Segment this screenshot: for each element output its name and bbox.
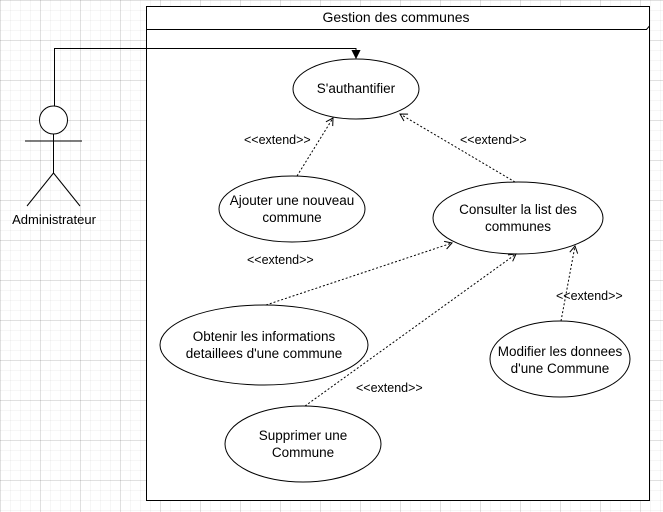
use-case-supprimer-label: Supprimer une Commune: [258, 428, 348, 460]
extend-obtenir-consulter: [265, 240, 453, 306]
use-case-supprimer[interactable]: [224, 405, 382, 483]
extend-label-supprimer: <<extend>>: [356, 381, 423, 395]
use-case-ajouter[interactable]: [218, 175, 366, 243]
use-case-consulter[interactable]: [432, 181, 604, 255]
extend-ajouter-authentifier: [296, 117, 334, 177]
extend-label-ajouter: <<extend>>: [244, 133, 311, 147]
use-case-obtenir[interactable]: [159, 304, 369, 386]
use-case-ajouter-label: Ajouter une nouveau commune: [229, 193, 355, 225]
use-case-consulter-label: Consulter la list des communes: [459, 202, 577, 234]
use-case-authentifier[interactable]: [292, 58, 420, 120]
use-case-authentifier-label: S'authantifier: [316, 81, 396, 96]
use-case-modifier-label: Modifier les donnees d'une Commune: [497, 344, 623, 376]
actor-administrateur: [25, 105, 82, 207]
system-title: Gestion des communes: [322, 9, 470, 25]
extend-label-obtenir: <<extend>>: [247, 253, 314, 267]
system-title-tab: [146, 6, 650, 30]
association-line: [54, 48, 357, 106]
actor-name: Administrateur: [12, 212, 96, 227]
extend-modifier-consulter: [560, 245, 579, 322]
extend-supprimer-consulter: [304, 253, 517, 407]
use-case-modifier[interactable]: [489, 320, 631, 398]
extend-label-consulter: <<extend>>: [460, 133, 527, 147]
use-case-obtenir-label: Obtenir les informations detaillees d'un…: [185, 329, 343, 361]
extend-label-modifier: <<extend>>: [556, 289, 623, 303]
